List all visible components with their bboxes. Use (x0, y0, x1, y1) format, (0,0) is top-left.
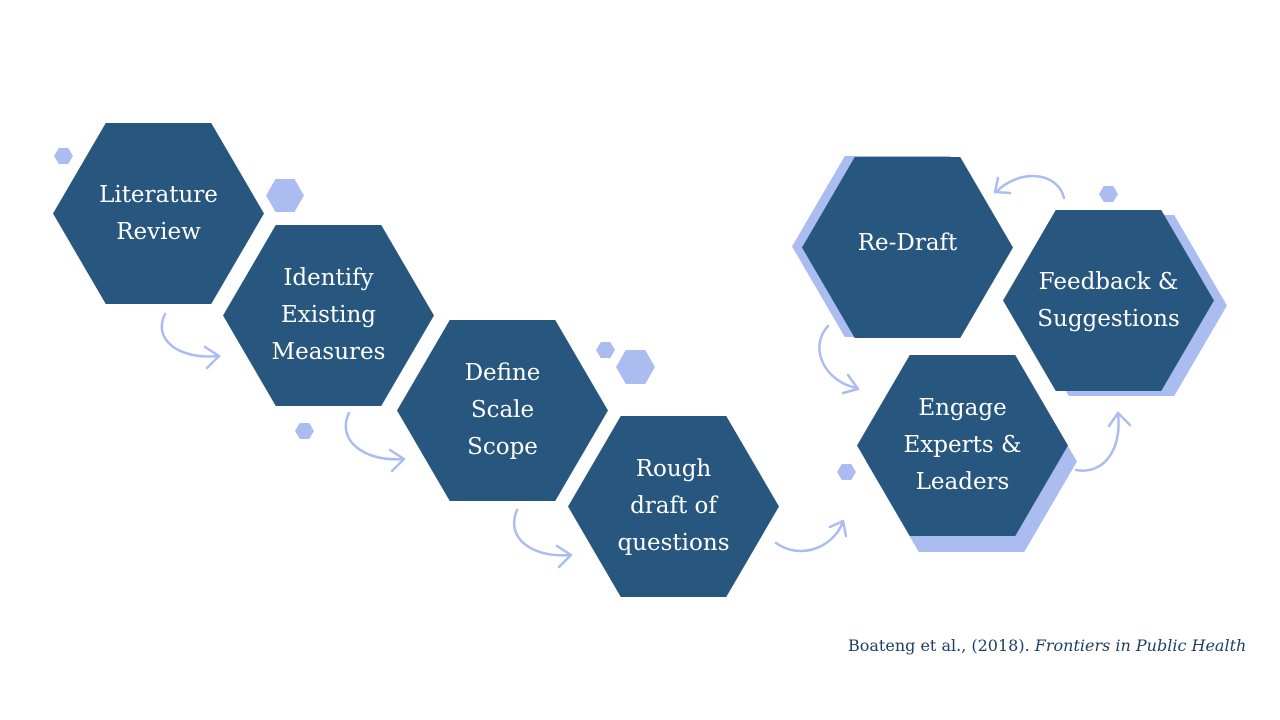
step-literature-review: Literature Review (53, 123, 264, 304)
decor-hex (295, 423, 314, 439)
arrow-icon (344, 411, 406, 473)
step-define-scale-scope: Define Scale Scope (397, 320, 608, 501)
step-label: questions (617, 530, 730, 556)
step-label: Scale (470, 397, 535, 423)
citation-journal: Frontiers in Public Health (1034, 636, 1247, 655)
step-label: Review (116, 218, 201, 245)
decor-hex (54, 148, 73, 164)
decor-hex (1099, 186, 1118, 202)
step-label: Suggestions (1037, 305, 1180, 332)
decor-hex (266, 179, 304, 212)
arrow-icon (512, 508, 573, 569)
step-label: Measures (271, 339, 386, 365)
decor-hex (616, 350, 655, 384)
step-label: Existing (280, 302, 377, 328)
arrow-icon (774, 519, 848, 553)
step-label: Identify (283, 265, 374, 291)
step-identify-existing-measures: Identify Existing Measures (223, 225, 434, 406)
step-label: draft of (630, 493, 717, 519)
arrow-icon (993, 175, 1066, 200)
step-label: Literature (99, 181, 218, 208)
step-label: Scope (467, 434, 538, 460)
arrow-icon (160, 312, 221, 370)
decor-hex (837, 464, 856, 480)
step-label: Leaders (915, 469, 1010, 495)
step-label: Rough (635, 456, 712, 482)
citation-authors: Boateng et al., (2018). (848, 636, 1030, 655)
step-label: Experts & (903, 432, 1022, 458)
citation: Boateng et al., (2018). Frontiers in Pub… (848, 636, 1246, 655)
step-label: Re-Draft (857, 230, 958, 256)
step-re-draft: Re-Draft (802, 157, 1013, 338)
step-rough-draft: Rough draft of questions (568, 416, 779, 597)
step-label: Feedback & (1038, 268, 1179, 295)
arrow-icon (1074, 411, 1132, 472)
decor-hex (596, 342, 615, 358)
step-label: Define (464, 360, 541, 386)
step-label: Engage (918, 395, 1007, 421)
